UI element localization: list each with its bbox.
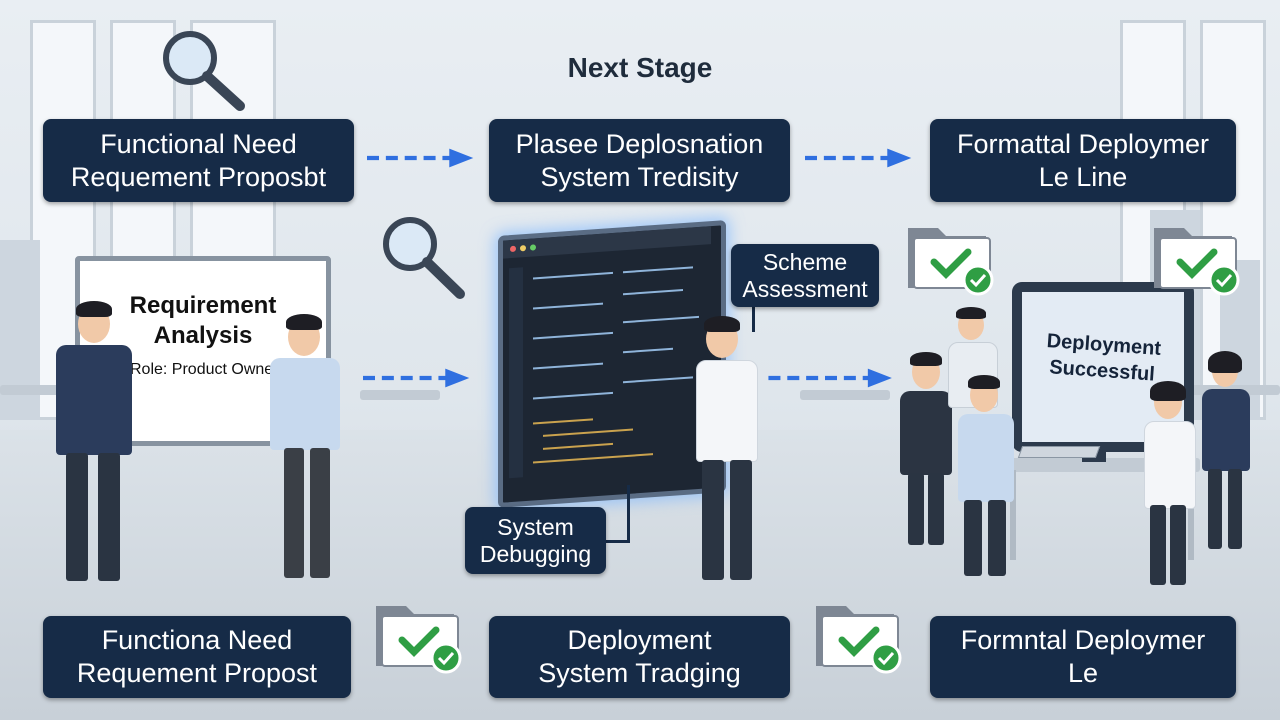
callout-connector xyxy=(627,485,630,543)
folder-check-icon xyxy=(816,606,902,674)
hair xyxy=(1208,351,1242,373)
stage-box-line: Formattal Deploymer xyxy=(956,128,1210,159)
stage-box-line: Formntal Deploymer xyxy=(960,625,1206,655)
stage-box-top-2: Plasee Deplosnation System Tredisity xyxy=(489,119,790,202)
code-screen xyxy=(498,220,726,508)
leg xyxy=(928,473,944,545)
hair xyxy=(704,316,740,332)
whiteboard-title-line: Analysis xyxy=(153,322,253,349)
folder-check-icon xyxy=(1154,228,1240,296)
callout-line: Scheme xyxy=(762,248,848,275)
suit-torso xyxy=(900,391,952,475)
stage-box-top-1: Functional Need Requement Proposbt xyxy=(43,119,354,202)
stage-box-line: Plasee Deplosnation xyxy=(515,128,764,159)
stage-box-bottom-1: Functiona Need Requement Propost xyxy=(43,616,351,698)
hair xyxy=(910,352,942,366)
stage-box-line: Le Line xyxy=(1038,161,1128,192)
leg xyxy=(730,460,752,580)
dashed-arrow-icon xyxy=(367,148,474,168)
system-debugging-callout: System Debugging xyxy=(465,507,606,574)
hair xyxy=(76,301,112,317)
shirt-torso xyxy=(270,358,340,450)
hair xyxy=(1150,381,1186,401)
hair xyxy=(286,314,322,330)
leg xyxy=(1208,469,1222,549)
shirt-torso xyxy=(696,360,758,462)
stage-box-bottom-2: Deployment System Tradging xyxy=(489,616,790,698)
suit-torso xyxy=(56,345,132,455)
leg xyxy=(310,448,330,578)
hair xyxy=(956,307,986,319)
stage-box-line: System Tradging xyxy=(538,658,741,688)
code-lines xyxy=(503,226,711,479)
leg xyxy=(284,448,304,578)
leg xyxy=(908,473,924,545)
leg xyxy=(988,500,1006,576)
leg xyxy=(1150,505,1166,585)
desk-leg xyxy=(1188,470,1194,560)
whiteboard-title-line: Requirement xyxy=(129,292,277,319)
shirt-torso xyxy=(1144,421,1196,509)
folder-check-icon xyxy=(376,606,462,674)
leg xyxy=(1170,505,1186,585)
stage-box-line: Functiona Need xyxy=(101,625,293,655)
scheme-assessment-callout: Scheme Assessment xyxy=(731,244,879,307)
stage-box-line: System Tredisity xyxy=(540,161,739,192)
desk-leg xyxy=(1010,470,1016,560)
desk xyxy=(360,390,440,400)
leg xyxy=(964,500,982,576)
suit-torso xyxy=(1202,389,1250,471)
stage-box-line: Requement Propost xyxy=(76,658,318,688)
hair xyxy=(968,375,1000,389)
shirt-torso xyxy=(958,414,1014,502)
stage-box-line: Requement Proposbt xyxy=(70,161,327,192)
page-title: Next Stage xyxy=(567,52,713,83)
whiteboard-title: Requirement Analysis xyxy=(80,291,326,351)
stage-box-line: Deployment xyxy=(567,625,712,655)
callout-line: System xyxy=(497,513,574,540)
callout-connector xyxy=(604,540,630,543)
callout-line: Assessment xyxy=(742,275,868,302)
dashed-arrow-icon xyxy=(768,368,892,388)
leg xyxy=(66,453,88,581)
leg xyxy=(1228,469,1242,549)
dashed-arrow-icon xyxy=(363,368,470,388)
stage-box-top-3: Formattal Deploymer Le Line xyxy=(930,119,1236,202)
stage-box-bottom-3: Formntal Deploymer Le xyxy=(930,616,1236,698)
monitor-message: Deployment Successful xyxy=(1020,326,1185,389)
whiteboard-subtitle: Role: Product Owner xyxy=(130,361,279,378)
callout-line: Debugging xyxy=(479,540,592,567)
keyboard xyxy=(1017,446,1101,458)
magnifier-icon xyxy=(383,217,465,299)
dashed-arrow-icon xyxy=(805,148,912,168)
magnifier-icon xyxy=(163,31,245,111)
callout-connector xyxy=(752,302,755,332)
leg xyxy=(702,460,724,580)
folder-check-icon xyxy=(908,228,994,296)
leg xyxy=(98,453,120,581)
desk xyxy=(0,385,60,395)
stage-box-line: Le xyxy=(1067,658,1099,688)
stage-box-line: Functional Need xyxy=(100,128,297,159)
desk xyxy=(800,390,890,400)
